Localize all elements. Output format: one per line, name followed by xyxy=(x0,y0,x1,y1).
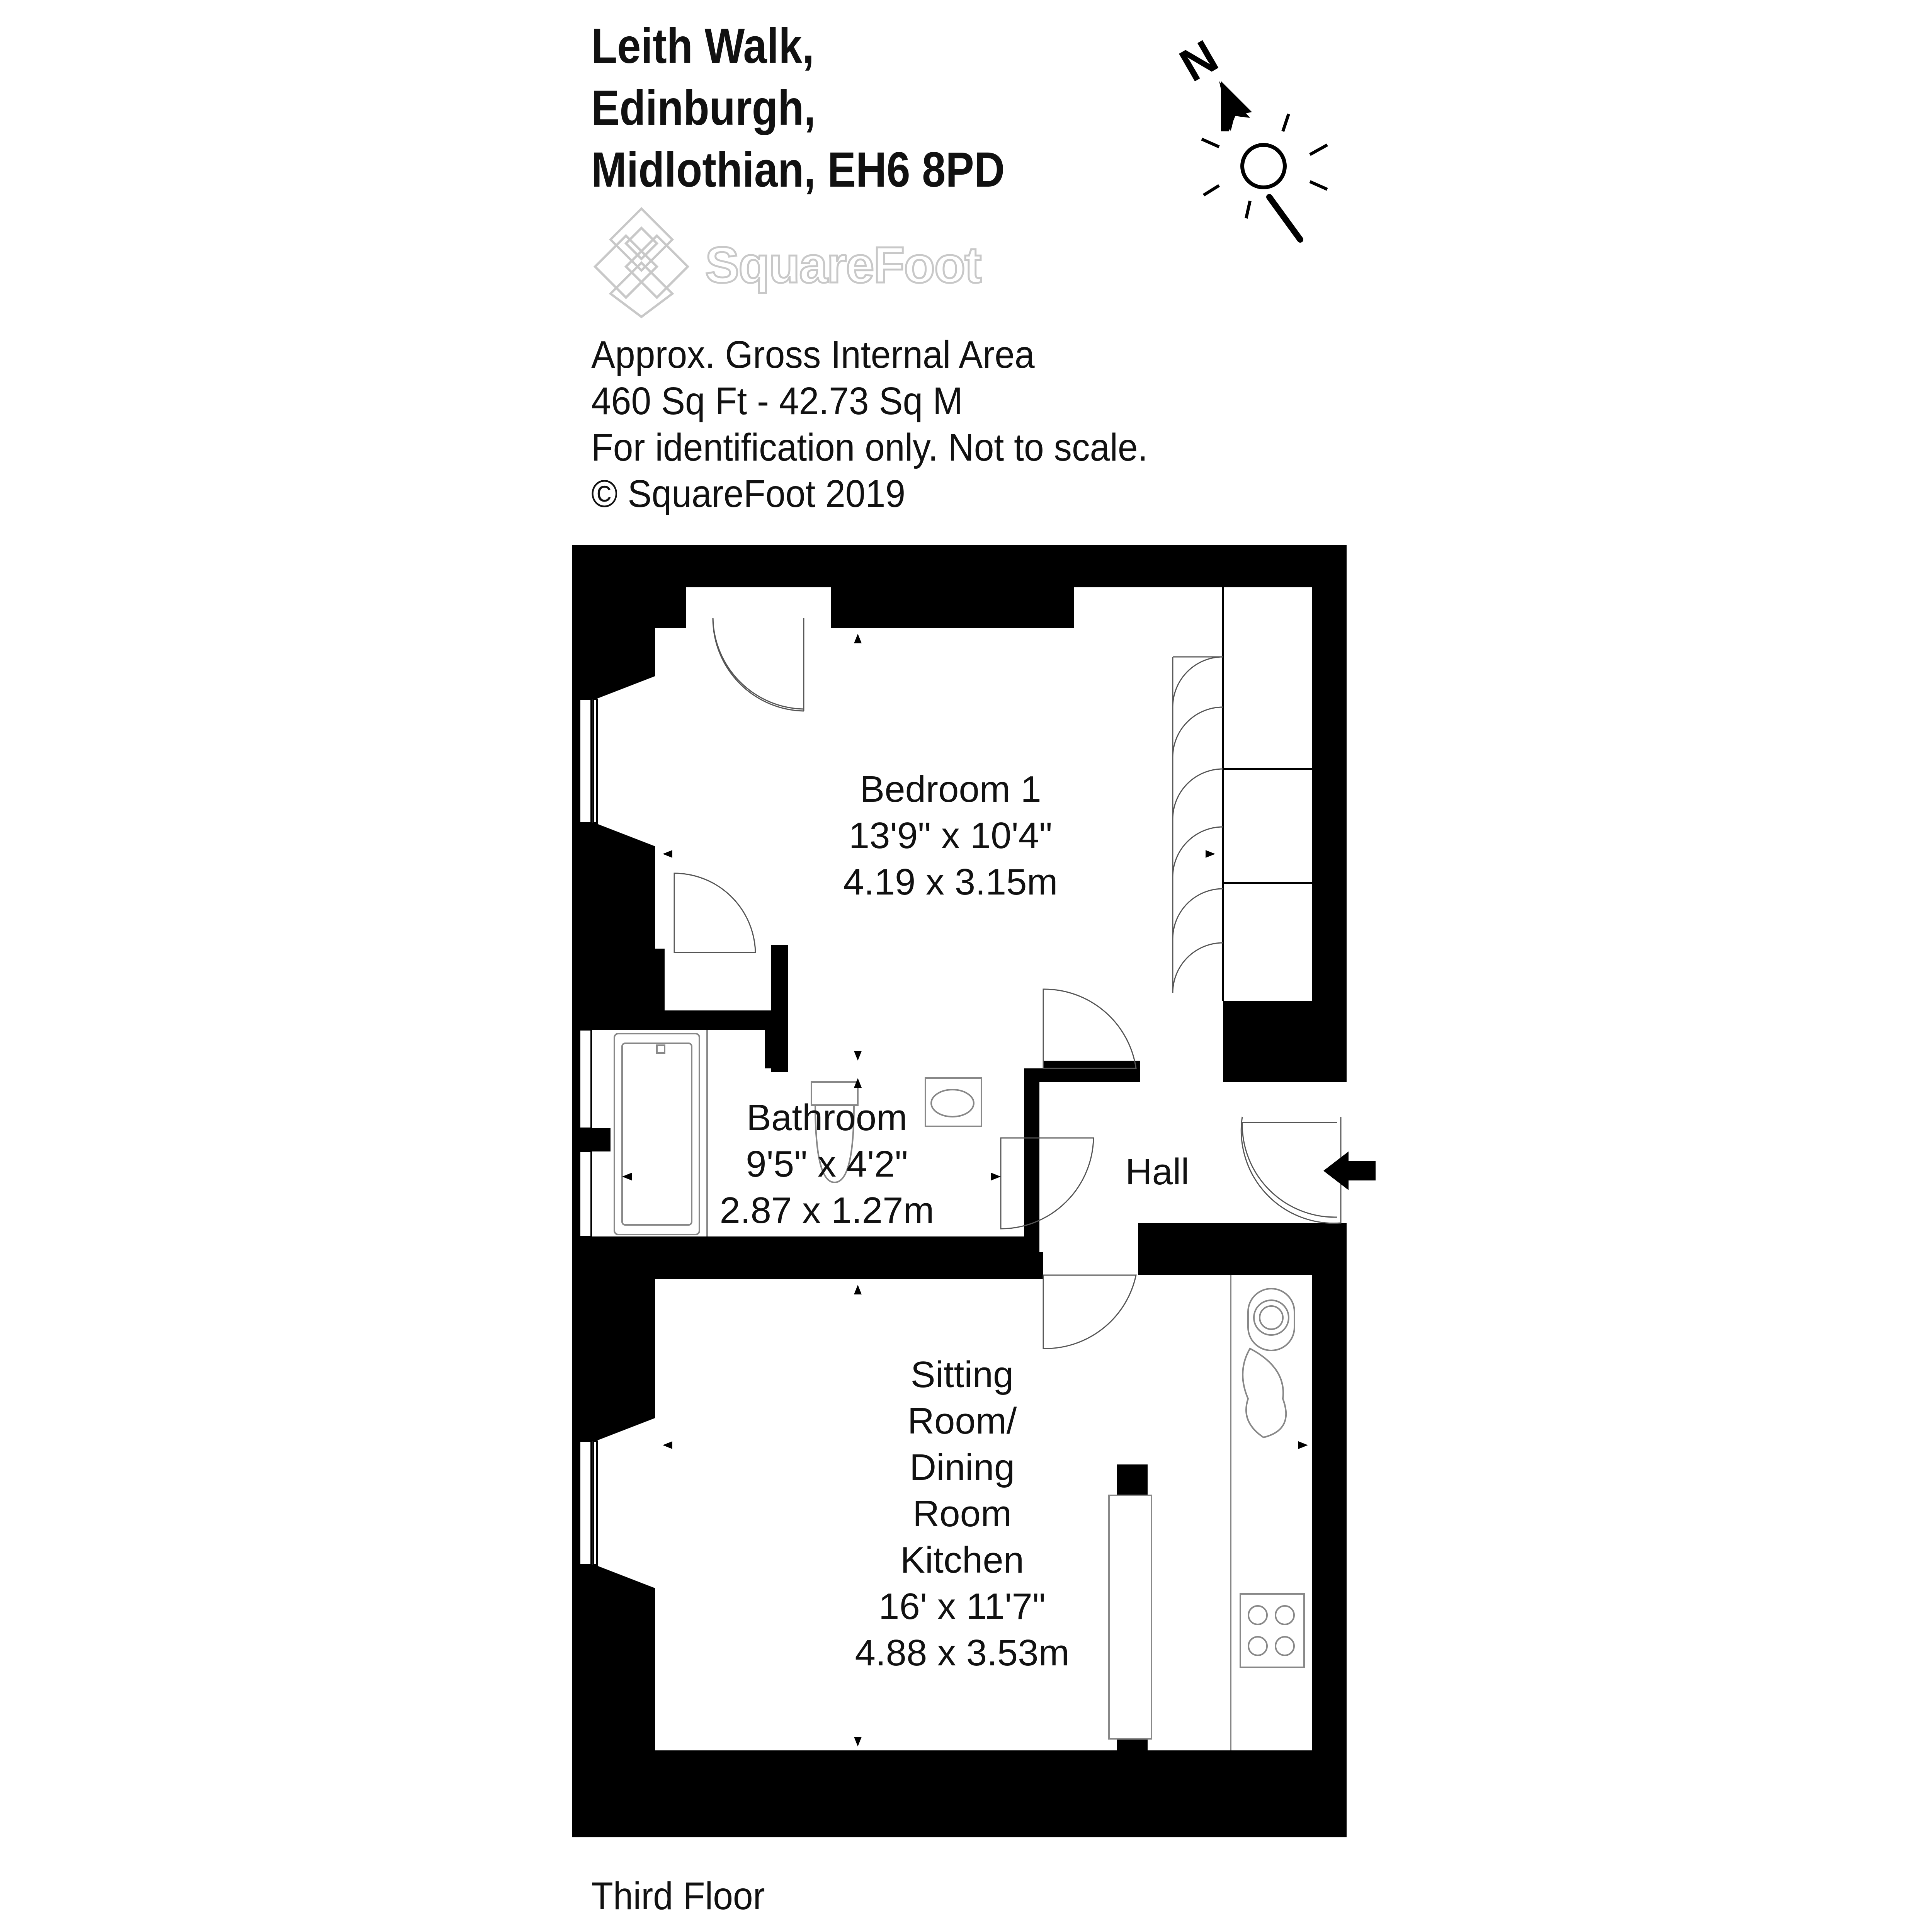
address-line-1: Leith Walk, xyxy=(591,19,814,74)
sitting-metric: 4.88 x 3.53m xyxy=(855,1632,1070,1673)
sitting-name-5: Kitchen xyxy=(900,1539,1024,1581)
disclaimer: For identification only. Not to scale. xyxy=(591,426,1148,469)
north-arrow-sun-icon: N xyxy=(1171,30,1328,243)
area-info: Approx. Gross Internal Area 460 Sq Ft - … xyxy=(591,332,1148,517)
entrance-arrow-icon xyxy=(1323,1151,1376,1190)
address-line-2: Edinburgh, xyxy=(591,80,816,136)
bedroom-imperial: 13'9" x 10'4" xyxy=(849,815,1053,856)
floor-label: Third Floor xyxy=(591,1874,765,1918)
sitting-name-4: Room xyxy=(913,1493,1012,1534)
sitting-name-2: Room/ xyxy=(908,1400,1017,1442)
address-line-3: Midlothian, EH6 8PD xyxy=(591,142,1005,197)
sitting-imperial: 16' x 11'7" xyxy=(879,1586,1046,1627)
hall-name: Hall xyxy=(1125,1151,1189,1192)
sitting-room-floor xyxy=(595,1252,1312,1750)
squarefoot-logo-icon xyxy=(593,207,690,318)
area-heading: Approx. Gross Internal Area xyxy=(591,333,1035,376)
bathroom-metric: 2.87 x 1.27m xyxy=(720,1190,934,1231)
logo-wordmark: SquareFoot xyxy=(704,236,982,294)
bedroom-metric: 4.19 x 3.15m xyxy=(844,861,1058,903)
bedroom-name: Bedroom 1 xyxy=(860,769,1041,810)
bedroom-floor xyxy=(655,587,1312,1068)
sitting-name-3: Dining xyxy=(910,1447,1015,1488)
hall-floor xyxy=(1024,1082,1312,1252)
sitting-name-1: Sitting xyxy=(911,1354,1014,1395)
property-address: Leith Walk, Edinburgh, Midlothian, EH6 8… xyxy=(591,15,1005,201)
copyright: © SquareFoot 2019 xyxy=(591,472,906,515)
bathroom-name: Bathroom xyxy=(747,1097,907,1138)
area-value: 460 Sq Ft - 42.73 Sq M xyxy=(591,379,963,423)
bathroom-imperial: 9'5" x 4'2" xyxy=(746,1143,908,1185)
